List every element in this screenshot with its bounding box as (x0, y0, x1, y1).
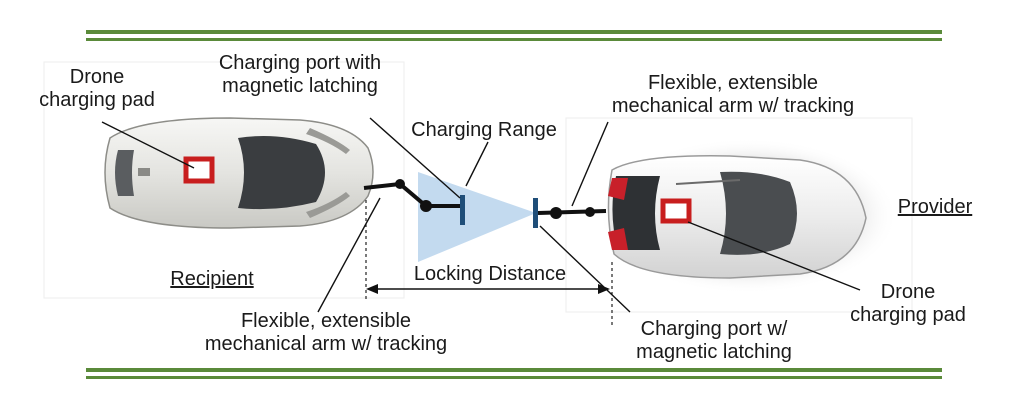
label-arm-right: Flexible, extensible mechanical arm w/ t… (578, 72, 888, 118)
label-arm-left: Flexible, extensible mechanical arm w/ t… (176, 310, 476, 356)
label-line: mechanical arm w/ tracking (611, 95, 855, 117)
recipient-drone-pad (183, 156, 215, 184)
label-line: Charging port w/ (640, 318, 788, 340)
label-line: Drone (880, 281, 936, 303)
road-top (86, 30, 942, 41)
label-line: Charging port with (218, 52, 382, 74)
label-provider: Provider (897, 196, 973, 218)
recipient-photo-frame (43, 61, 405, 299)
label-recipient: Recipient (170, 268, 254, 290)
label-line: charging pad (39, 89, 155, 111)
provider-photo-frame (565, 117, 913, 313)
label-line: charging pad (850, 304, 966, 326)
label-locking-distance: Locking Distance (413, 263, 567, 285)
label-charging-port-right: Charging port w/ magnetic latching (606, 318, 822, 364)
label-line: Flexible, extensible (240, 310, 412, 332)
recipient-mechanical-arm (363, 179, 462, 212)
leader-port-left (369, 117, 461, 199)
provider-mechanical-arm (537, 207, 607, 219)
provider-drone-pad (660, 198, 692, 224)
leader-port-right (539, 225, 631, 313)
recipient-car (104, 117, 374, 229)
label-line: Drone (69, 66, 125, 88)
label-charging-range: Charging Range (411, 119, 557, 141)
label-line: mechanical arm w/ tracking (204, 333, 448, 355)
charging-range-cone (418, 172, 536, 262)
recipient-charging-port (460, 195, 465, 225)
label-drone-pad-right: Drone charging pad (828, 281, 988, 327)
label-line: magnetic latching (636, 341, 792, 363)
leader-arm-right (571, 121, 609, 207)
label-line: Flexible, extensible (647, 72, 819, 94)
label-drone-pad-left: Drone charging pad (22, 66, 172, 112)
road-bottom (86, 368, 942, 379)
leader-drone-pad-right (687, 221, 861, 291)
label-charging-port-left: Charging port with magnetic latching (192, 52, 408, 98)
locking-distance-arrow (366, 284, 610, 294)
provider-charging-port (533, 198, 538, 228)
leader-arm-left (317, 197, 381, 313)
label-line: magnetic latching (222, 75, 378, 97)
leader-charging-range (465, 141, 489, 187)
leader-drone-pad-left (101, 121, 195, 169)
provider-car (607, 155, 867, 279)
